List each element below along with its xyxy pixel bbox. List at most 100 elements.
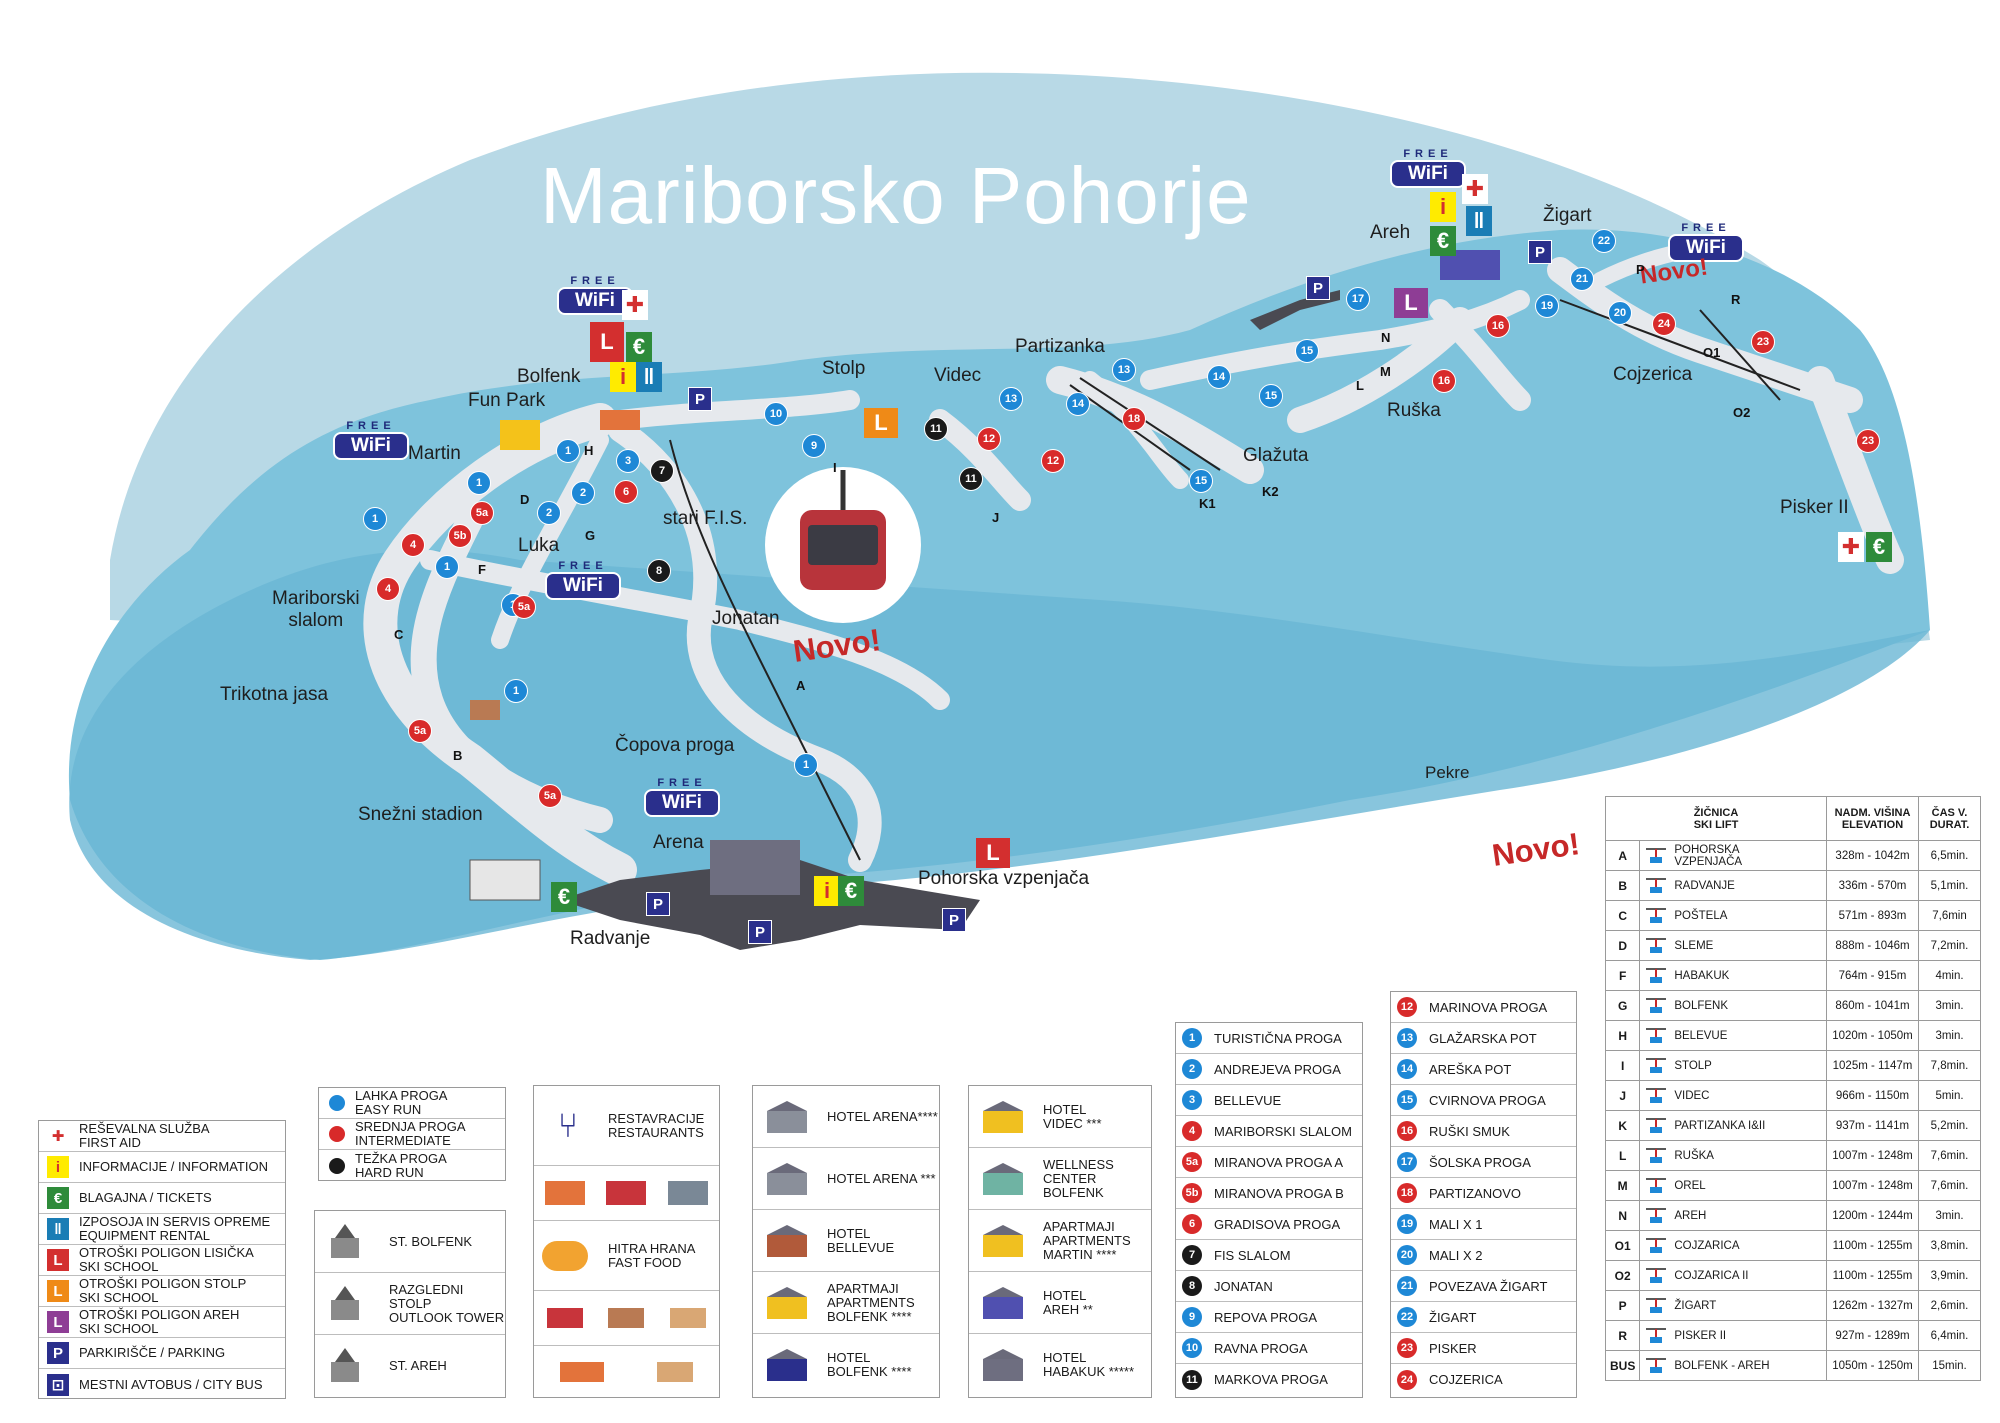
run-name: RUŠKI SMUK bbox=[1429, 1123, 1510, 1139]
lift-duration: 3min. bbox=[1918, 1200, 1981, 1231]
place-label: Arena bbox=[653, 832, 704, 853]
legend-row: TEŽKA PROGA HARD RUN bbox=[319, 1150, 505, 1181]
place-label: stari F.I.S. bbox=[663, 508, 748, 529]
lift-code: A bbox=[1604, 840, 1641, 871]
lift-letter: N bbox=[1381, 330, 1391, 345]
run-name: BELLEVUE bbox=[1214, 1092, 1282, 1108]
lift-letter: B bbox=[453, 748, 463, 763]
difficulty-dot-icon bbox=[329, 1126, 345, 1142]
lift-code: C bbox=[1604, 900, 1641, 931]
run-name: MIRANOVA PROGA A bbox=[1214, 1154, 1344, 1170]
place-label: Videc bbox=[934, 365, 982, 386]
lift-letter: M bbox=[1380, 364, 1391, 379]
run-marker: 3 bbox=[616, 449, 640, 473]
lift-name-cell: STOLP bbox=[1639, 1050, 1827, 1081]
lift-letter: F bbox=[478, 562, 486, 577]
lift-name-cell: POHORSKA VZPENJAČA bbox=[1639, 840, 1827, 871]
run-number-icon: 6 bbox=[1182, 1214, 1202, 1234]
run-name: MALI X 2 bbox=[1429, 1247, 1483, 1263]
lift-letter: G bbox=[585, 528, 596, 543]
run-name: FIS SLALOM bbox=[1214, 1247, 1291, 1263]
lift-letter: P bbox=[1636, 262, 1645, 277]
run-name: COJZERICA bbox=[1429, 1372, 1503, 1387]
place-label: Partizanka bbox=[1015, 336, 1105, 357]
lift-letter: R bbox=[1731, 292, 1741, 307]
hotel-bellevue-icon bbox=[761, 1221, 813, 1261]
run-marker: 2 bbox=[571, 481, 595, 505]
run-number-icon: 16 bbox=[1397, 1121, 1417, 1141]
parking-icon: P bbox=[47, 1342, 69, 1364]
run-number-icon: 8 bbox=[1182, 1276, 1202, 1296]
fast-food-icon bbox=[542, 1236, 594, 1276]
run-name: MALI X 1 bbox=[1429, 1216, 1483, 1232]
legend-row: HOTEL AREH ** bbox=[969, 1272, 1151, 1334]
lift-code: K bbox=[1604, 1110, 1641, 1141]
chairlift-6-icon bbox=[1644, 1327, 1668, 1345]
run-marker: 4 bbox=[401, 533, 425, 557]
run-name: PARTIZANOVO bbox=[1429, 1185, 1521, 1201]
tbar-icon bbox=[1644, 997, 1668, 1015]
button-lift-icon bbox=[1644, 1297, 1668, 1315]
run-marker: 10 bbox=[764, 402, 788, 426]
lift-name-cell: BOLFENK bbox=[1639, 990, 1827, 1021]
euro-icon: € bbox=[551, 882, 577, 912]
place-label: Pisker II bbox=[1780, 497, 1849, 518]
run-marker: 7 bbox=[650, 459, 674, 483]
chapel-icon bbox=[323, 1346, 375, 1386]
run-number-icon: 9 bbox=[1182, 1307, 1202, 1327]
run-number-icon: 18 bbox=[1397, 1183, 1417, 1203]
legend-row: ST. AREH bbox=[315, 1335, 505, 1397]
run-number-icon: 2 bbox=[1182, 1059, 1202, 1079]
lift-elevation: 966m - 1150m bbox=[1826, 1080, 1919, 1111]
lift-duration: 7,6min. bbox=[1918, 1170, 1981, 1201]
hotel-videc-icon bbox=[977, 1097, 1029, 1137]
parking-icon: P bbox=[646, 892, 670, 916]
legend-row: HOTEL VIDEC *** bbox=[969, 1086, 1151, 1148]
lift-name: COJZARICA bbox=[1674, 1239, 1740, 1252]
lift-letter: L bbox=[1356, 378, 1364, 393]
lift-table-header: ŽIČNICA SKI LIFT NADM. VIŠINA ELEVATION … bbox=[1605, 796, 1981, 841]
tower-icon bbox=[323, 1284, 375, 1324]
legend-row bbox=[534, 1346, 719, 1398]
wifi-icon: WiFi bbox=[1390, 160, 1466, 188]
tbar-icon bbox=[1644, 1147, 1668, 1165]
hotel-habakuk-icon bbox=[977, 1345, 1029, 1385]
chairlift-icon bbox=[1644, 877, 1668, 895]
run-name: CVIRNOVA PROGA bbox=[1429, 1092, 1546, 1108]
lift-name: HABAKUK bbox=[1674, 969, 1730, 982]
button-lift-icon bbox=[1644, 1267, 1668, 1285]
lift-elevation: 336m - 570m bbox=[1826, 870, 1919, 901]
run-marker: 18 bbox=[1122, 407, 1146, 431]
lift-duration: 3,8min. bbox=[1918, 1230, 1981, 1261]
place-label: Jonatan bbox=[712, 608, 780, 629]
place-label: Žigart bbox=[1543, 205, 1592, 226]
run-number-icon: 12 bbox=[1397, 997, 1417, 1017]
euro-icon: € bbox=[626, 332, 652, 362]
place-label: Pekre bbox=[1425, 763, 1470, 782]
lift-name-cell: RUŠKA bbox=[1639, 1140, 1827, 1171]
lift-name: BELEVUE bbox=[1674, 1029, 1728, 1042]
lift-name: POHORSKA VZPENJAČA bbox=[1674, 843, 1743, 868]
legend-row: RAZGLEDNI STOLP OUTLOOK TOWER bbox=[315, 1273, 505, 1335]
run-marker: 22 bbox=[1592, 229, 1616, 253]
legend-row: ⊡MESTNI AVTOBUS / CITY BUS bbox=[39, 1369, 285, 1400]
run-marker: 13 bbox=[999, 387, 1023, 411]
legend-row: ST. BOLFENK bbox=[315, 1211, 505, 1273]
lift-elevation: 1100m - 1255m bbox=[1826, 1260, 1919, 1291]
